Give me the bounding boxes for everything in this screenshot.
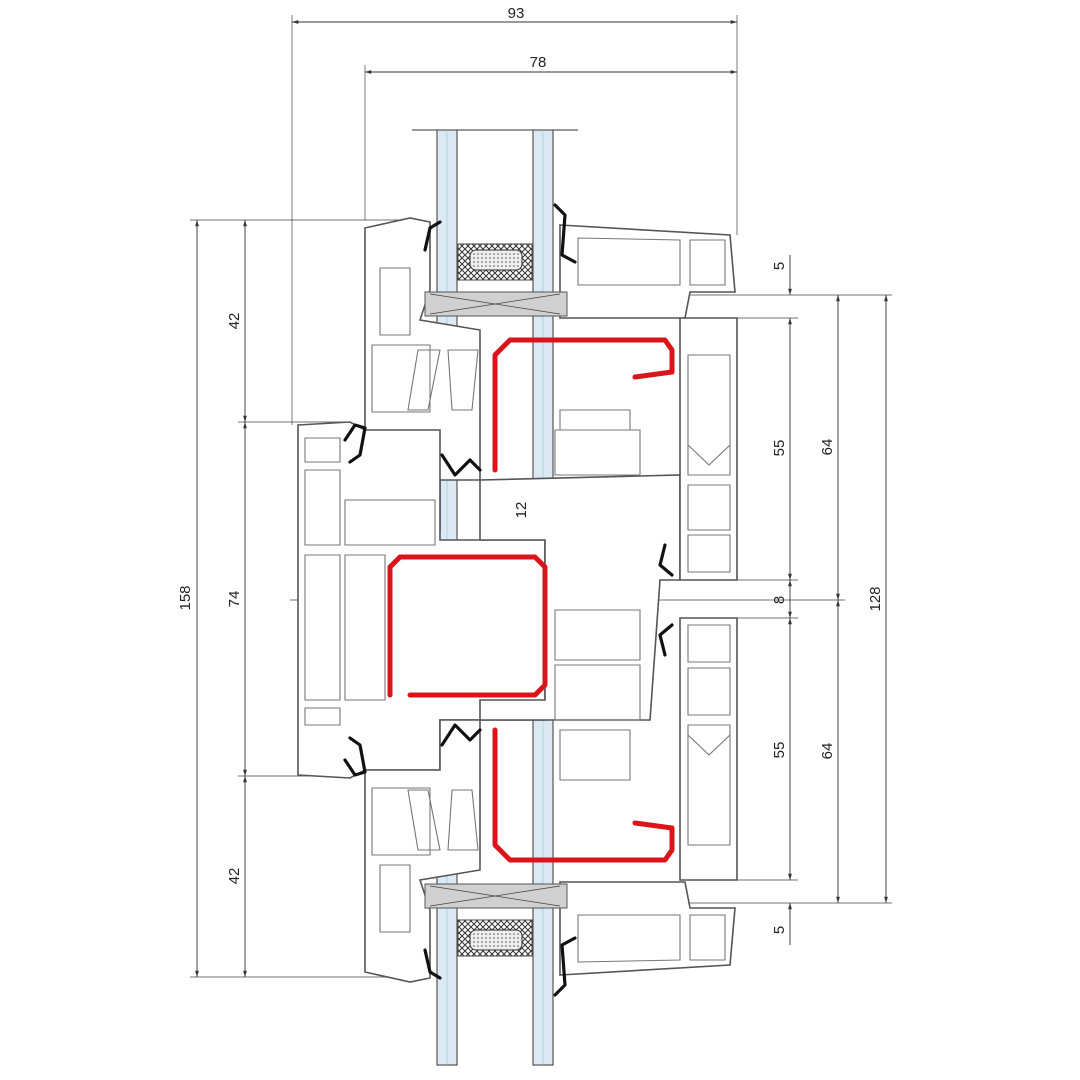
dim-bottom-glazing-offset: 5: [771, 926, 788, 934]
dim-top-sash-visible: 42: [226, 313, 243, 330]
steel-reinforcements: [387, 337, 675, 863]
dim-overlap-gap: 12: [513, 502, 530, 519]
dim-frame-depth: 78: [530, 54, 547, 71]
dim-bottom-sash-visible: 42: [226, 868, 243, 885]
bottom-sash-profile: [364, 719, 736, 997]
gaskets: [343, 423, 482, 777]
right-sash-profiles: [658, 317, 738, 881]
dim-sash-pair-height: 128: [867, 586, 884, 611]
dim-bottom-sash-height: 64: [819, 743, 836, 760]
dim-top-glazing-offset: 5: [771, 262, 788, 270]
dim-top-sash-height: 64: [819, 439, 836, 456]
dim-top-sash-inner: 55: [771, 440, 788, 457]
dim-total-height: 158: [177, 585, 194, 610]
dimension-labels: 93 78 158 42 74 42 12 5 55 8 55 5 64 64 …: [177, 5, 884, 934]
frame-profile: [297, 409, 681, 781]
dim-bottom-sash-inner: 55: [771, 742, 788, 759]
dim-frame-middle: 74: [226, 591, 243, 608]
dim-mullion-gap: 8: [771, 596, 788, 604]
dim-overall-depth: 93: [508, 5, 525, 22]
